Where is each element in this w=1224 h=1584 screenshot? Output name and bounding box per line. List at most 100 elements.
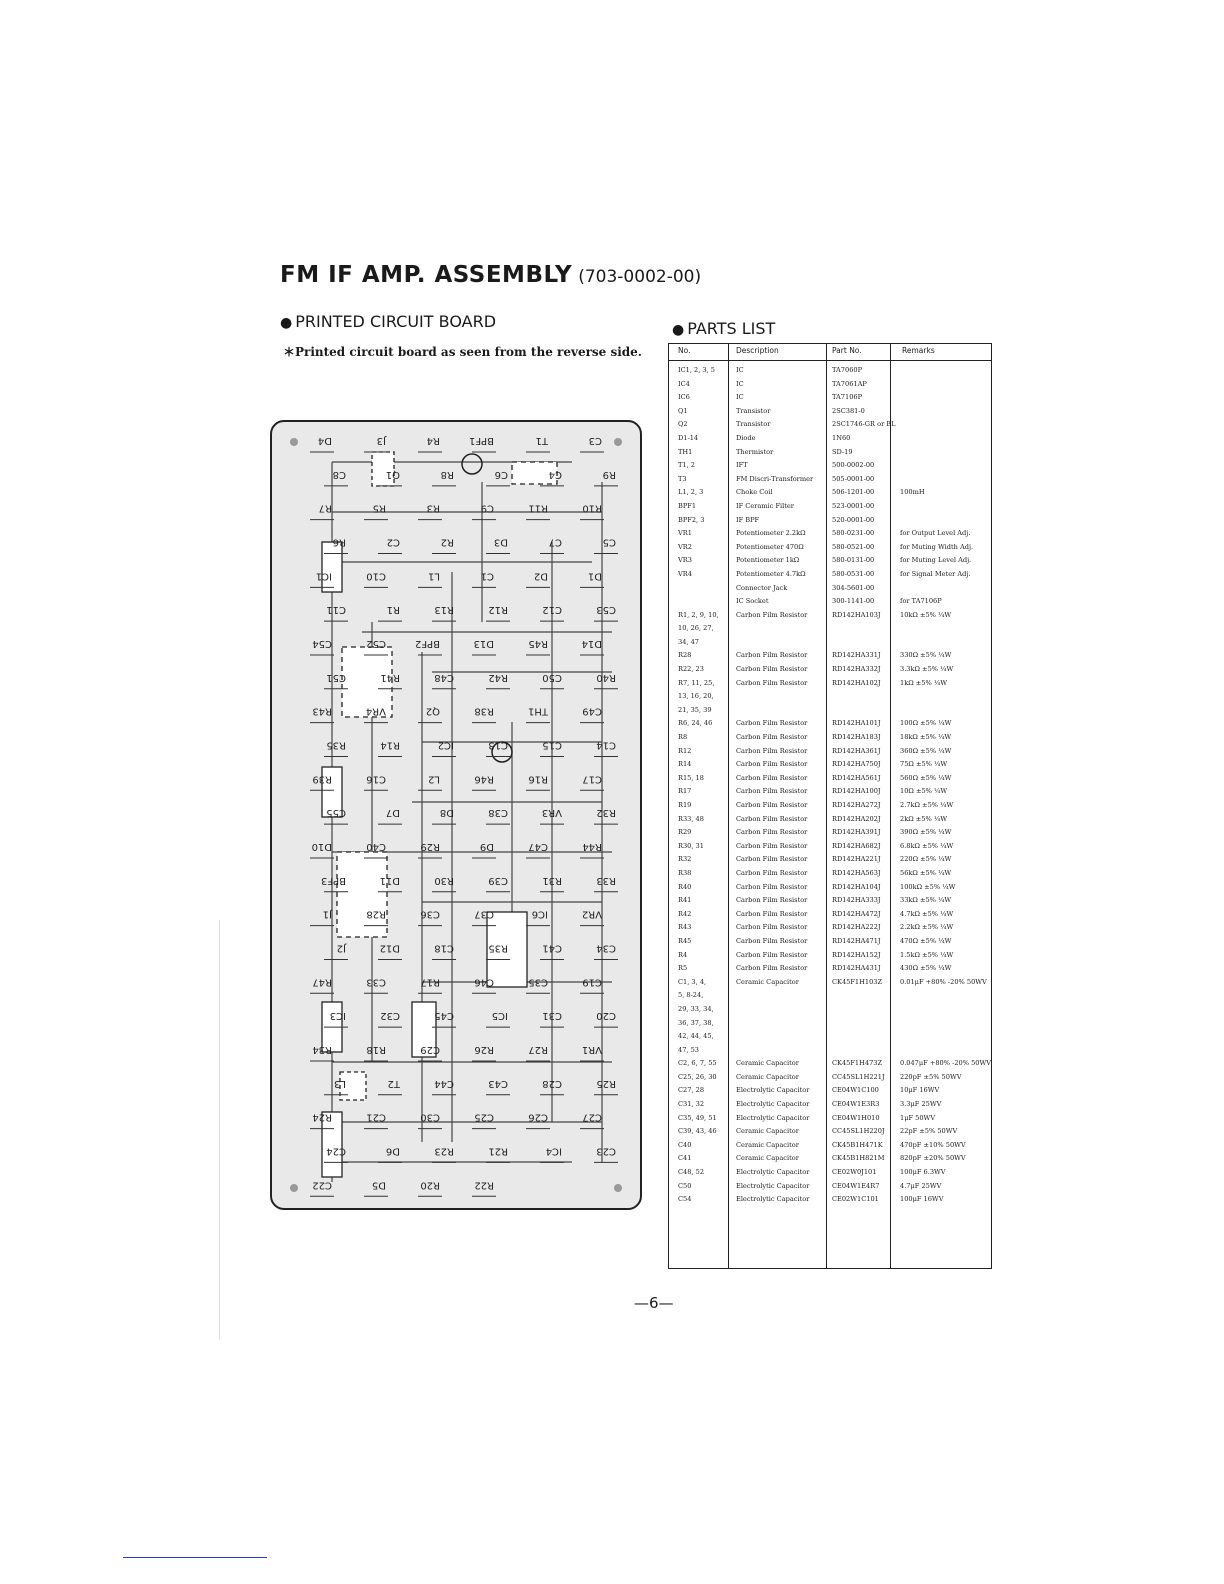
cell-no: C48, 52 bbox=[678, 1168, 705, 1177]
cell-description: IF Ceramic Filter bbox=[736, 501, 794, 510]
cell-part-no: 1N60 bbox=[832, 433, 851, 442]
cell-remarks: 430Ω ±5% ¼W bbox=[900, 964, 952, 973]
pcb-traces bbox=[331, 461, 612, 1182]
pcb-label: C35 bbox=[528, 976, 548, 987]
cell-description: Thermistor bbox=[736, 447, 774, 456]
cell-no: C2, 6, 7, 55 bbox=[678, 1059, 717, 1068]
parts-list-table: No. Description Part No. Remarks IC1, 2,… bbox=[668, 343, 992, 1269]
cell-no: R41 bbox=[678, 896, 692, 905]
cell-description: IC bbox=[736, 393, 744, 402]
cell-description: Ceramic Capacitor bbox=[736, 977, 799, 986]
cell-remarks: for Signal Meter Adj. bbox=[900, 569, 971, 578]
cell-remarks: 100kΩ ±5% ¼W bbox=[900, 882, 956, 891]
cell-description: Carbon Film Resistor bbox=[736, 746, 808, 755]
cell-no: 36, 37, 38, bbox=[678, 1018, 714, 1027]
cell-remarks: 1kΩ ±5% ¼W bbox=[900, 678, 948, 687]
cell-part-no: 505-0001-00 bbox=[832, 474, 875, 483]
cell-remarks: for Output Level Adj. bbox=[900, 529, 971, 538]
cell-no: R6, 24, 46 bbox=[678, 719, 713, 728]
pcb-label: C55 bbox=[326, 807, 346, 818]
cell-no: C31, 32 bbox=[678, 1100, 705, 1109]
header-divider bbox=[668, 360, 992, 361]
cell-part-no: TA7061AP bbox=[832, 379, 867, 388]
pcb-label: D13 bbox=[474, 638, 494, 649]
cell-part-no: RD142HA471J bbox=[832, 936, 881, 945]
pcb-label: R1 bbox=[387, 604, 400, 615]
cell-part-no: RD142HA333J bbox=[832, 896, 881, 905]
pcb-label: R20 bbox=[420, 1179, 440, 1190]
table-row: 47, 53 bbox=[668, 1044, 992, 1058]
cell-no: IC1, 2, 3, 5 bbox=[678, 366, 716, 374]
cell-description: IC Socket bbox=[736, 597, 769, 606]
pcb-label: R10 bbox=[582, 503, 602, 514]
cell-part-no: CE02W1C101 bbox=[832, 1195, 879, 1204]
cell-no: R29 bbox=[678, 828, 692, 837]
cell-part-no: 580-0531-00 bbox=[832, 569, 875, 578]
cell-part-no: RD142HA682J bbox=[832, 841, 881, 850]
pcb-label: C22 bbox=[312, 1179, 332, 1190]
pcb-label: C23 bbox=[596, 1145, 616, 1156]
pcb-label: BPF3 bbox=[321, 875, 346, 886]
table-row: 13, 16, 20, bbox=[668, 690, 992, 704]
assembly-title: FM IF AMP. ASSEMBLY bbox=[280, 262, 573, 288]
cell-description: Carbon Film Resistor bbox=[736, 787, 808, 796]
cell-description: Choke Coil bbox=[736, 488, 773, 497]
pcb-label: R32 bbox=[596, 807, 616, 818]
cell-no: C35, 49, 51 bbox=[678, 1113, 717, 1122]
pcb-label: R21 bbox=[488, 1145, 508, 1156]
cell-part-no: RD142HA563J bbox=[832, 868, 881, 877]
cell-no: R4 bbox=[678, 950, 688, 959]
pcb-label: TH1 bbox=[528, 706, 549, 717]
pcb-label: R24 bbox=[312, 1112, 332, 1123]
cell-part-no: 506-1201-00 bbox=[832, 488, 875, 497]
cell-no: VR3 bbox=[678, 556, 692, 565]
pcb-label: C8 bbox=[333, 469, 346, 480]
cell-part-no: 2SC1746-GR or BL bbox=[832, 420, 896, 429]
pcb-label: C32 bbox=[380, 1010, 400, 1021]
column-header-part-no: Part No. bbox=[832, 346, 862, 355]
pcb-label: VR4 bbox=[366, 706, 386, 717]
cell-no: R40 bbox=[678, 882, 692, 891]
cell-no: VR1 bbox=[678, 529, 692, 538]
cell-description: Electrolytic Capacitor bbox=[736, 1195, 810, 1204]
pcb-label: C21 bbox=[366, 1112, 386, 1123]
pcb-label: R11 bbox=[528, 503, 548, 514]
pcb-label: R17 bbox=[420, 976, 440, 987]
cell-no: BPF2, 3 bbox=[678, 515, 705, 524]
pcb-label: R25 bbox=[596, 1078, 616, 1089]
pcb-label: C5 bbox=[603, 536, 616, 547]
pcb-label: R22 bbox=[474, 1179, 494, 1190]
pcb-label: C37 bbox=[474, 909, 494, 920]
cell-no: R1, 2, 9, 10, bbox=[678, 610, 719, 619]
pcb-label: D9 bbox=[480, 841, 494, 852]
cell-description: Potentiometer 4.7kΩ bbox=[736, 569, 806, 578]
transistor-q1 bbox=[461, 453, 483, 475]
cell-remarks: for Muting Level Adj. bbox=[900, 556, 972, 565]
cell-part-no: RD142HA331J bbox=[832, 651, 881, 660]
cell-no: R38 bbox=[678, 868, 692, 877]
cell-remarks: 390Ω ±5% ¼W bbox=[900, 828, 952, 837]
cell-remarks: 100Ω ±5% ¼W bbox=[900, 719, 952, 728]
cell-description: Carbon Film Resistor bbox=[736, 801, 808, 809]
cell-description: Carbon Film Resistor bbox=[736, 923, 808, 932]
cell-remarks: 100mH bbox=[900, 488, 925, 497]
pcb-label: BPF2 bbox=[415, 638, 440, 649]
cell-no: R14 bbox=[678, 760, 692, 769]
